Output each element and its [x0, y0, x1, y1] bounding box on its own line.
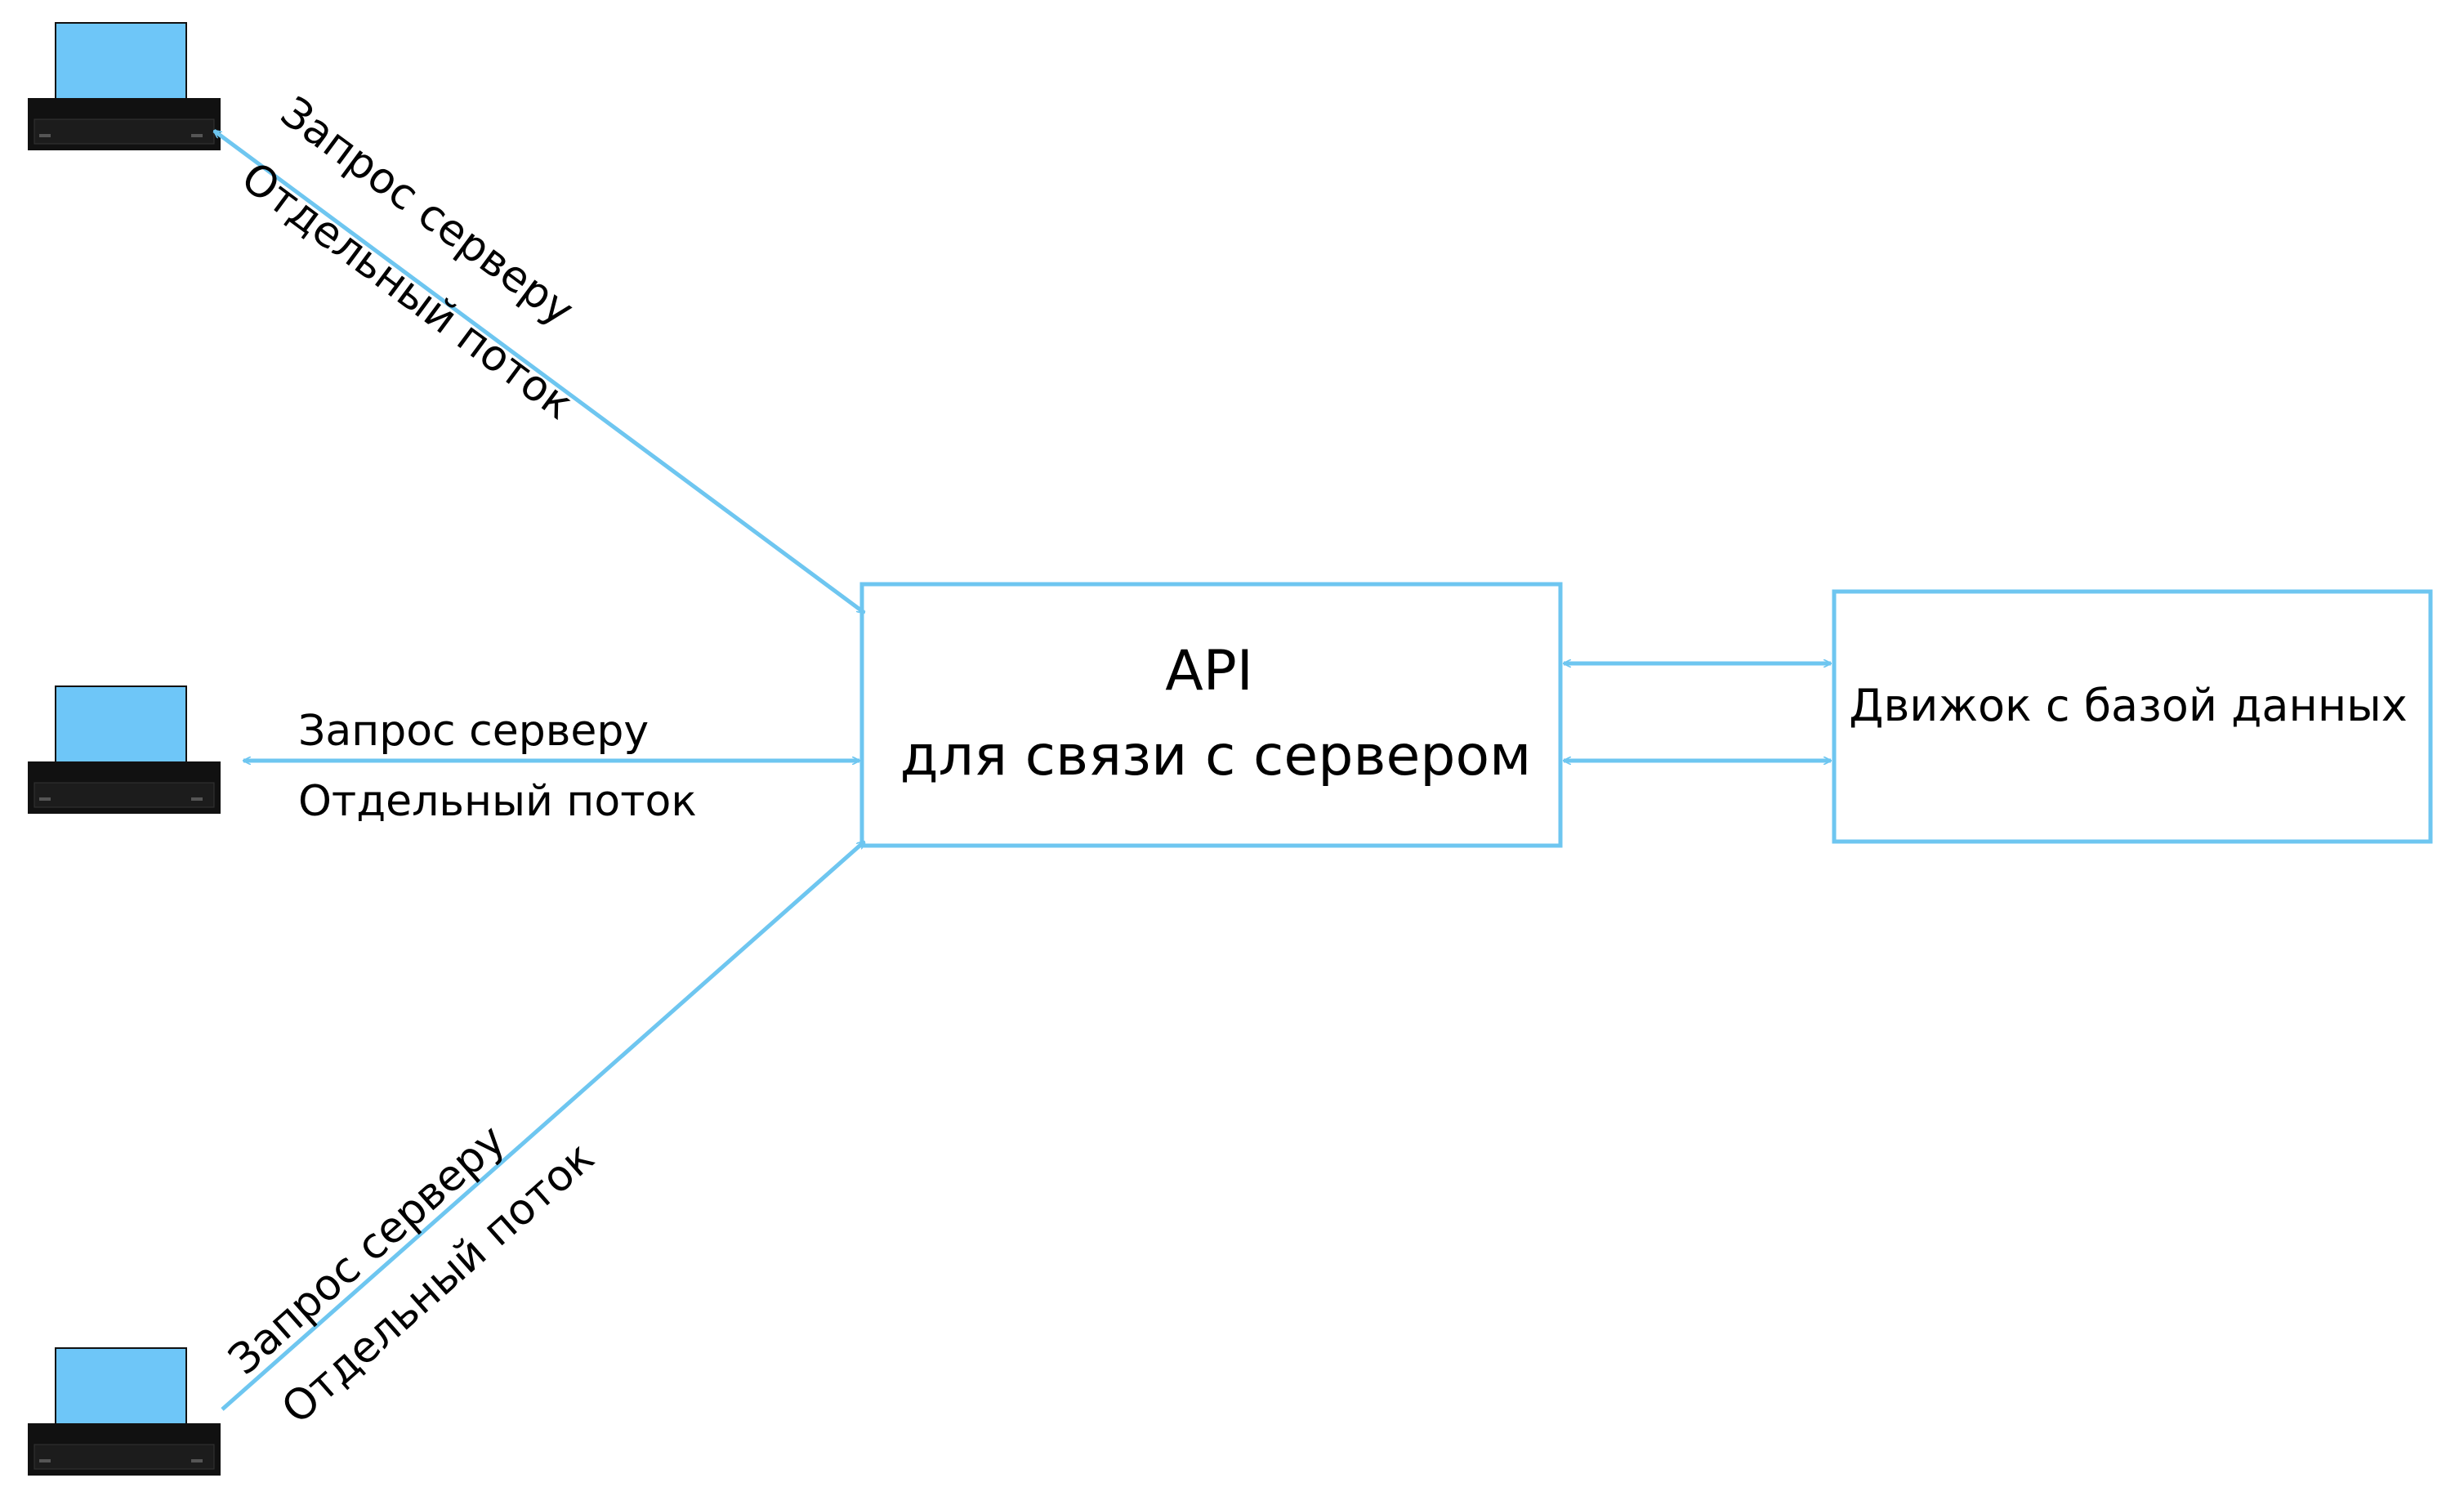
- api-box-subtitle: для связи с сервером: [900, 724, 1532, 788]
- laptop-icon: [27, 685, 221, 815]
- db-engine-label: Движок с базой данных: [1849, 680, 2407, 731]
- middle-connector-request-label: Запрос серверу: [298, 707, 649, 756]
- middle-connector-thread-label: Отдельный поток: [298, 777, 697, 826]
- laptop-icon: [27, 22, 221, 151]
- connector-top-client-api: [214, 128, 864, 615]
- connector-bottom-client-api: [221, 840, 864, 1411]
- db-engine-box: [1832, 589, 2433, 844]
- api-box: [859, 582, 1563, 848]
- api-box-title: API: [1165, 639, 1253, 703]
- laptop-icon: [27, 1347, 221, 1476]
